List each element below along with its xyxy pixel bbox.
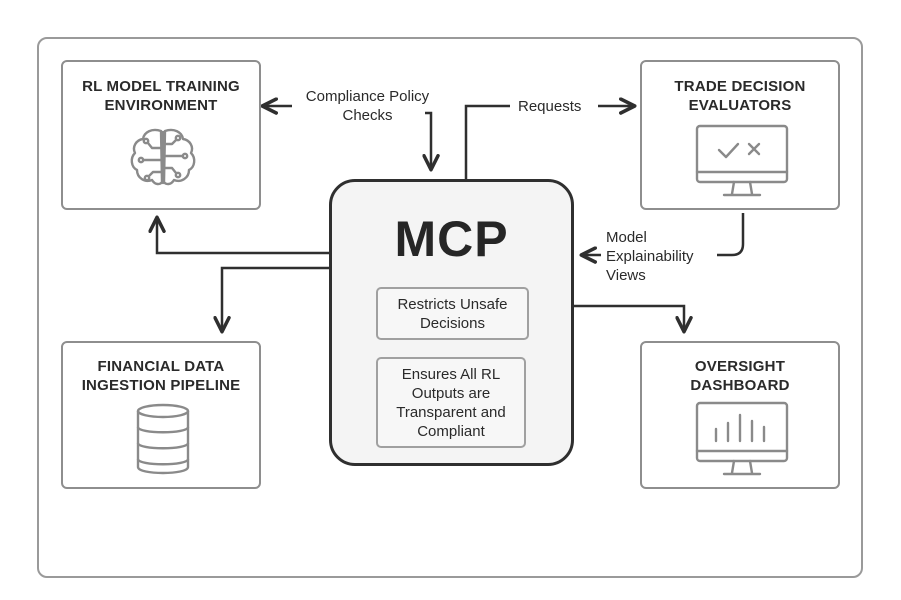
- box-restricts-unsafe-decisions[interactable]: Restricts Unsafe Decisions: [376, 287, 529, 340]
- mcp-title: MCP: [394, 211, 509, 267]
- node-title-data-pipeline: FINANCIAL DATA INGESTION PIPELINE: [81, 358, 241, 394]
- label-model-explainability-views: Model Explainability Views: [606, 229, 694, 284]
- database-icon: [136, 403, 190, 475]
- node-oversight-dashboard[interactable]: OVERSIGHT DASHBOARD: [640, 341, 840, 489]
- label-requests: Requests: [518, 98, 582, 115]
- brain-circuit-icon: [130, 128, 196, 186]
- arrow-mcp-to-training: [148, 215, 330, 255]
- label-compliance-policy-checks: Compliance Policy Checks: [305, 88, 430, 124]
- arrow-requests: [464, 104, 510, 180]
- node-financial-data-ingestion-pipeline[interactable]: FINANCIAL DATA INGESTION PIPELINE: [61, 341, 261, 489]
- monitor-check-cross-icon: [695, 124, 789, 197]
- monitor-bar-chart-icon: [695, 401, 789, 476]
- arrow-mcp-to-oversight: [527, 304, 693, 334]
- node-trade-decision-evaluators[interactable]: TRADE DECISION EVALUATORS: [640, 60, 840, 210]
- arrow-explainability: [717, 213, 745, 257]
- arrow-mcp-to-pipeline: [213, 266, 330, 334]
- arrow-compliance-to-mcp: [422, 111, 440, 172]
- node-rl-training-environment[interactable]: RL MODEL TRAINING ENVIRONMENT: [61, 60, 261, 210]
- node-title-trade-evaluators: TRADE DECISION EVALUATORS: [674, 78, 806, 114]
- diagram-frame: [37, 37, 863, 578]
- node-title-rl-training: RL MODEL TRAINING ENVIRONMENT: [82, 78, 240, 114]
- box-ensures-transparent-compliant[interactable]: Ensures All RL Outputs are Transparent a…: [376, 357, 526, 448]
- node-title-oversight: OVERSIGHT DASHBOARD: [690, 358, 790, 394]
